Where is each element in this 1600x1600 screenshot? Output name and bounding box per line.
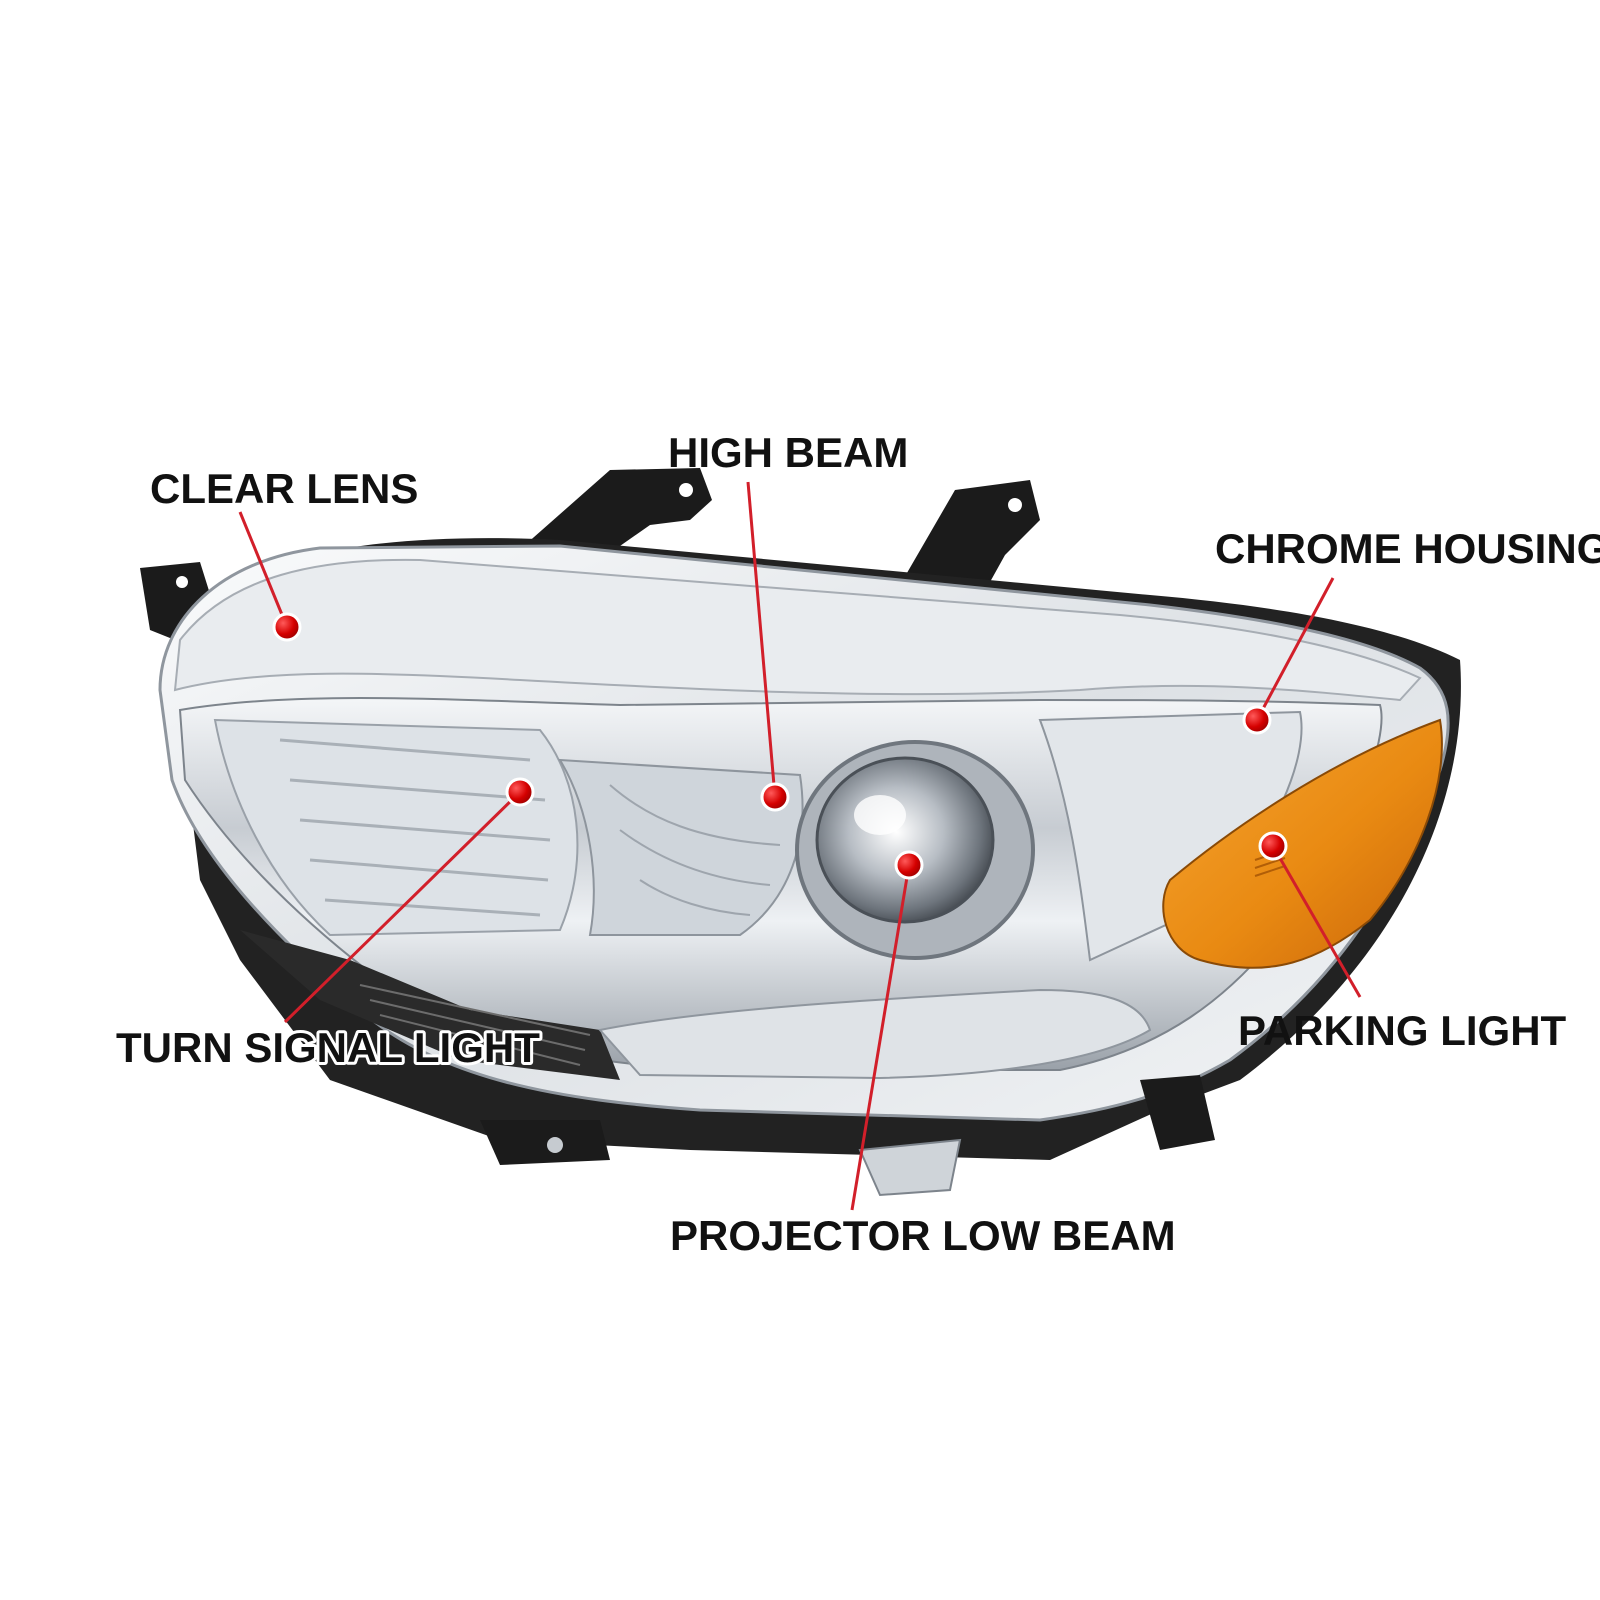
label-clear-lens: CLEAR LENS	[150, 465, 418, 512]
callout-projector-low-beam: PROJECTOR LOW BEAM	[670, 850, 1176, 1259]
bottom-bracket-right	[1140, 1075, 1215, 1150]
label-high-beam: HIGH BEAM	[668, 429, 908, 476]
amber-parking-lens	[1162, 718, 1443, 969]
leader-line-parking-light	[1271, 845, 1362, 998]
projector-highlight	[854, 795, 906, 835]
leader-line-clear-lens	[238, 511, 289, 628]
marker-dot-parking-light	[1258, 831, 1288, 861]
reflector-ridges	[279, 738, 551, 917]
side-bracket-hole	[176, 576, 188, 588]
headlight-illustration	[140, 468, 1461, 1197]
callout-clear-lens: CLEAR LENS	[150, 465, 418, 642]
grille-slats	[359, 984, 591, 1066]
bracket-hole-left	[679, 483, 693, 497]
bottom-bracket-left	[480, 1120, 610, 1165]
marker-dot-high-beam	[760, 782, 790, 812]
label-projector-low-beam: PROJECTOR LOW BEAM	[670, 1212, 1176, 1259]
label-parking-light: PARKING LIGHT	[1238, 1007, 1567, 1054]
leader-line-projector-low-beam	[850, 864, 911, 1211]
callout-turn-signal-light: TURN SIGNAL LIGHT	[113, 777, 543, 1074]
leader-line-chrome-housing	[1255, 577, 1335, 721]
lower-grille	[240, 930, 620, 1080]
lens-top-band	[173, 558, 1422, 702]
bottom-connector	[858, 1138, 962, 1197]
marker-dot-turn-signal-light	[505, 777, 535, 807]
leader-line-high-beam	[746, 481, 777, 798]
label-chrome-housing: CHROME HOUSING	[1215, 525, 1600, 572]
lower-chrome-sweep	[598, 988, 1152, 1080]
bottom-bracket-bolt	[547, 1137, 563, 1153]
marker-dot-chrome-housing	[1242, 705, 1272, 735]
marker-dot-projector-low-beam	[894, 850, 924, 880]
callout-chrome-housing: CHROME HOUSING	[1215, 525, 1600, 735]
projector-lens	[815, 756, 995, 924]
label-turn-signal-light: TURN SIGNAL LIGHT	[116, 1024, 540, 1071]
top-bracket-left	[525, 468, 712, 560]
bracket-hole-right	[1008, 498, 1022, 512]
callout-high-beam: HIGH BEAM	[668, 429, 908, 812]
leader-line-turn-signal-light	[283, 790, 522, 1024]
callouts: CLEAR LENS HIGH BEAM CHROME HOUSING TURN…	[113, 429, 1600, 1259]
callout-parking-light: PARKING LIGHT	[1238, 831, 1567, 1054]
high-beam-facets	[609, 784, 781, 916]
top-bracket-right	[900, 480, 1040, 600]
marker-dot-clear-lens	[272, 612, 302, 642]
chrome-side-panel	[1038, 710, 1303, 962]
